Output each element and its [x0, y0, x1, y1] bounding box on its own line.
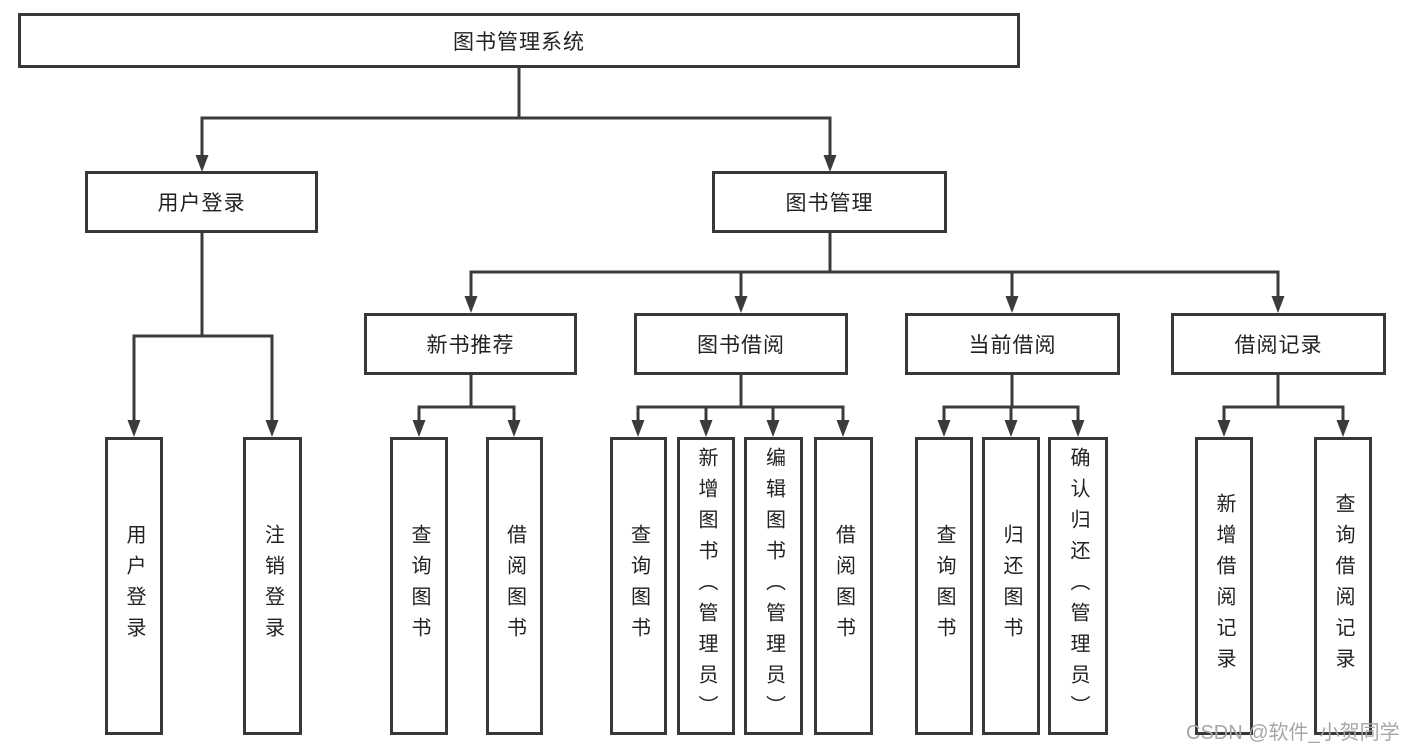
leaf-add-book-admin: 新增图书（管理员）: [677, 437, 735, 735]
arrowhead: [507, 420, 521, 437]
leaf-label: 归还图书: [1000, 524, 1022, 648]
arrowhead: [1336, 420, 1350, 437]
leaf-query-books-recommend: 查询图书: [390, 437, 448, 735]
watermark: CSDN @软件_小贺同学: [1186, 722, 1400, 744]
leaf-user-login: 用户登录: [105, 437, 163, 735]
connector-current-borrow-to-leaves: [937, 373, 1085, 437]
arrowhead: [1005, 296, 1019, 313]
connector-book-borrow-to-leaves: [631, 373, 850, 437]
arrowhead: [464, 296, 478, 313]
arrowhead: [734, 296, 748, 313]
connector-new-book-recommend-to-leaves: [412, 373, 521, 437]
leaf-edit-book-admin: 编辑图书（管理员）: [744, 437, 803, 735]
leaf-logout: 注销登录: [243, 437, 302, 735]
arrowhead: [195, 155, 209, 172]
leaf-label: 查询图书: [933, 524, 955, 648]
node-book-management: 图书管理: [712, 171, 947, 233]
node-current-borrow: 当前借阅: [905, 313, 1120, 375]
connector-borrow-records-to-leaves: [1217, 373, 1350, 437]
connector-user-login-to-leaves: [127, 231, 279, 437]
connector-root-to-level2: [195, 66, 837, 172]
leaf-borrow-books-recommend: 借阅图书: [486, 437, 543, 735]
leaf-label: 用户登录: [123, 524, 145, 648]
leaf-add-borrow-record: 新增借阅记录: [1195, 437, 1253, 735]
arrowhead: [265, 420, 279, 437]
arrowhead: [823, 155, 837, 172]
leaf-label: 查询图书: [627, 524, 650, 648]
leaf-return-book: 归还图书: [982, 437, 1040, 735]
leaf-query-books-current: 查询图书: [915, 437, 973, 735]
leaf-query-books-borrow: 查询图书: [610, 437, 667, 735]
node-book-borrow: 图书借阅: [634, 313, 848, 375]
leaf-label: 新增图书（管理员）: [695, 446, 717, 726]
arrowhead: [836, 420, 850, 437]
leaf-label: 编辑图书（管理员）: [762, 446, 785, 726]
leaf-confirm-return-admin: 确认归还（管理员）: [1048, 437, 1108, 735]
leaf-borrow-books: 借阅图书: [814, 437, 873, 735]
node-root-library-management-system: 图书管理系统: [18, 13, 1020, 68]
arrowhead: [1271, 296, 1285, 313]
leaf-label: 查询借阅记录: [1332, 493, 1354, 679]
leaf-label: 新增借阅记录: [1213, 493, 1235, 679]
arrowhead: [1217, 420, 1231, 437]
node-new-book-recommend: 新书推荐: [364, 313, 577, 375]
leaf-label: 查询图书: [408, 524, 430, 648]
leaf-label: 借阅图书: [503, 524, 526, 648]
arrowhead: [1071, 420, 1085, 437]
leaf-label: 确认归还（管理员）: [1067, 446, 1089, 726]
leaf-label: 注销登录: [261, 524, 284, 648]
node-borrow-records: 借阅记录: [1171, 313, 1386, 375]
node-user-login: 用户登录: [85, 171, 318, 233]
arrowhead: [1004, 420, 1018, 437]
arrowhead: [699, 420, 713, 437]
arrowhead: [412, 420, 426, 437]
leaf-query-borrow-record: 查询借阅记录: [1314, 437, 1372, 735]
arrowhead: [127, 420, 141, 437]
leaf-label: 借阅图书: [832, 524, 855, 648]
arrowhead: [766, 420, 780, 437]
connector-book-management-to-level3: [464, 231, 1285, 313]
arrowhead: [937, 420, 951, 437]
arrowhead: [631, 420, 645, 437]
